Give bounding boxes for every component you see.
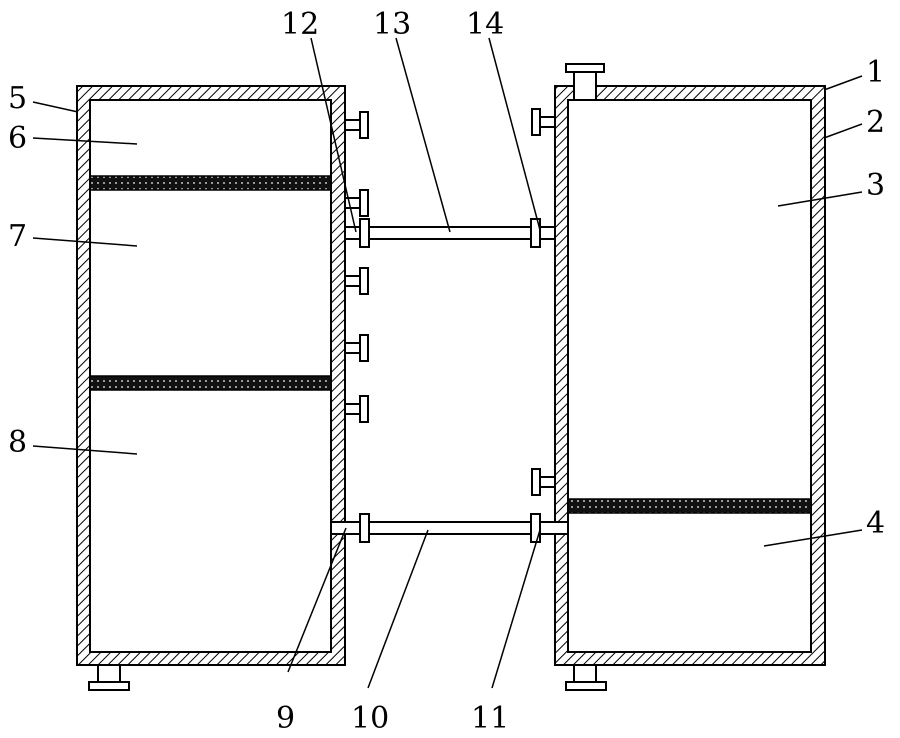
upper-connecting-pipe: [344, 218, 556, 248]
label-10: 10: [351, 701, 389, 736]
leader-3: [777, 191, 863, 207]
left-filter-upper: [89, 175, 332, 191]
right-vessel-chamber: [567, 99, 812, 653]
label-4: 4: [866, 506, 885, 541]
left-vessel: [76, 85, 346, 691]
label-7: 7: [8, 219, 27, 254]
label-6: 6: [8, 121, 27, 156]
left-bottom-outlet-pipe: [97, 664, 121, 684]
leader-7: [32, 237, 138, 247]
leader-5: [32, 101, 79, 113]
lower-connecting-pipe: [330, 513, 569, 543]
label-5: 5: [8, 81, 27, 116]
lower-pipe-left-flange: [359, 513, 370, 543]
upper-pipe-body: [344, 226, 556, 240]
left-bottom-outlet-flange: [88, 681, 130, 691]
leader-9: [287, 527, 347, 673]
label-8: 8: [8, 425, 27, 460]
right-side-ports: [531, 108, 556, 496]
leader-1: [823, 75, 863, 91]
right-top-inlet-flange: [565, 63, 605, 73]
label-3: 3: [866, 168, 885, 203]
left-port-1: [344, 111, 369, 139]
right-top-inlet-pipe: [573, 69, 597, 101]
upper-pipe-left-flange: [359, 218, 370, 248]
left-port-5: [344, 395, 369, 423]
label-14: 14: [466, 7, 504, 42]
reference-labels: 1 2 3 4 5 6 7 8 9 10 11 12 13 14: [8, 7, 885, 736]
label-9: 9: [276, 701, 295, 736]
label-1: 1: [866, 55, 885, 90]
right-vessel: [554, 63, 826, 691]
leader-13: [395, 37, 451, 233]
label-13: 13: [373, 7, 411, 42]
leader-6: [32, 137, 138, 145]
label-12: 12: [281, 7, 319, 42]
leader-8: [32, 445, 138, 455]
leader-4: [763, 529, 863, 547]
leader-11: [491, 529, 541, 689]
leader-10: [367, 529, 429, 689]
right-port-lower: [531, 468, 556, 496]
leader-lines: [32, 37, 863, 689]
left-port-3: [344, 267, 369, 295]
lower-pipe-right-flange: [530, 513, 541, 543]
left-side-ports: [344, 111, 369, 423]
left-filter-lower: [89, 375, 332, 391]
right-bottom-outlet-pipe: [573, 664, 597, 684]
lower-pipe-body: [330, 521, 569, 535]
right-filter: [567, 498, 812, 514]
left-port-4: [344, 334, 369, 362]
upper-pipe-right-flange: [530, 218, 541, 248]
leader-2: [823, 123, 863, 139]
leader-12: [310, 37, 357, 233]
right-bottom-outlet-flange: [565, 681, 607, 691]
label-11: 11: [471, 701, 509, 736]
right-port-upper: [531, 108, 556, 136]
label-2: 2: [866, 105, 885, 140]
leader-14: [488, 37, 541, 231]
left-port-2: [344, 189, 369, 217]
